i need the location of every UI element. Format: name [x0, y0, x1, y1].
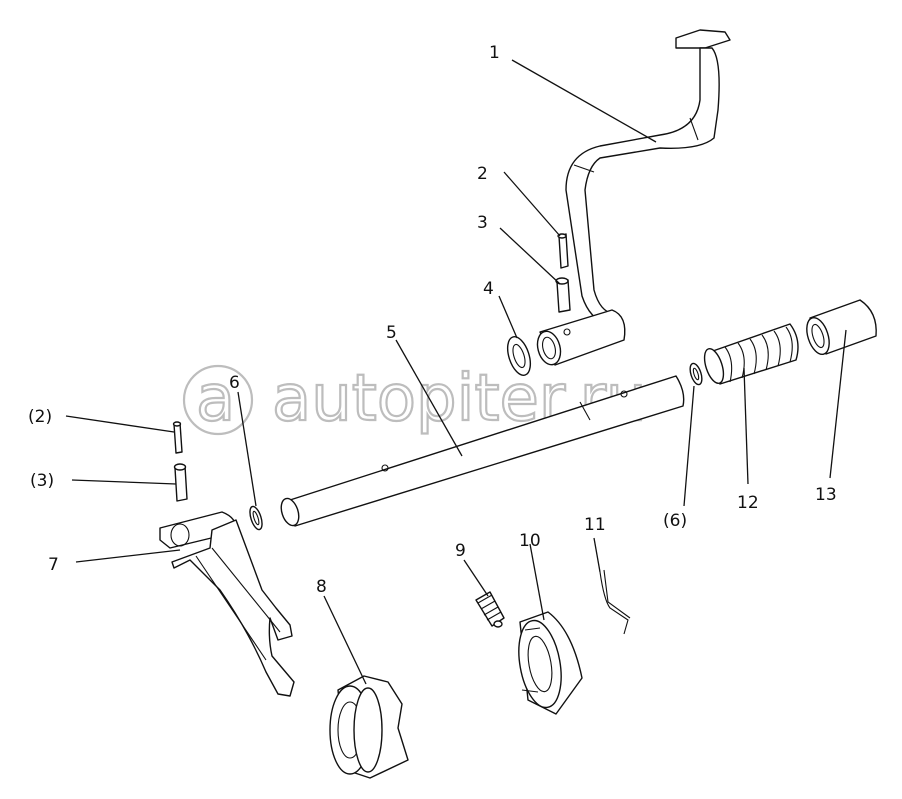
leader-lines [65, 59, 847, 685]
part-8-synchronizer-hub[interactable] [329, 675, 409, 779]
part-2-pin-repeat[interactable] [172, 421, 183, 454]
part-9-spring[interactable] [475, 591, 505, 628]
callout-1: 1 [489, 43, 500, 63]
callout-3: 3 [477, 213, 488, 233]
callout-4: 4 [483, 279, 494, 299]
part-6-snap-ring[interactable] [248, 505, 265, 531]
part-1-shift-lever[interactable] [534, 29, 731, 367]
callout-5: 5 [386, 323, 397, 343]
watermark-logo-glyph: a [196, 362, 235, 436]
callout-8: 8 [316, 577, 327, 597]
part-7-shift-fork[interactable] [159, 511, 295, 697]
part-4-washer[interactable] [503, 334, 534, 378]
callout-11: 11 [584, 515, 606, 535]
part-5-shaft[interactable] [278, 375, 685, 528]
callout-2-repeat: (2) [28, 407, 52, 427]
callout-6-repeat: (6) [663, 511, 687, 531]
callout-labels: 1 2 3 4 5 6 (2) (3) 7 8 9 10 11 (6) 12 1… [28, 43, 837, 597]
callout-9: 9 [455, 541, 466, 561]
callout-7: 7 [48, 555, 59, 575]
part-2-pin[interactable] [557, 233, 569, 269]
part-12-coil-spring[interactable] [701, 323, 799, 386]
callout-3-repeat: (3) [30, 471, 54, 491]
callout-13: 13 [815, 485, 837, 505]
callout-10: 10 [519, 531, 541, 551]
part-13-bushing[interactable] [803, 299, 877, 357]
part-10-synchronizer-sleeve[interactable] [513, 611, 583, 715]
callout-2: 2 [477, 164, 488, 184]
part-3-pin-repeat[interactable] [173, 463, 188, 502]
callout-12: 12 [737, 493, 759, 513]
part-11-detent-clip[interactable] [599, 569, 631, 635]
part-6-snap-ring-repeat[interactable] [688, 362, 704, 386]
callout-6: 6 [229, 373, 240, 393]
part-3-pin[interactable] [555, 277, 571, 313]
